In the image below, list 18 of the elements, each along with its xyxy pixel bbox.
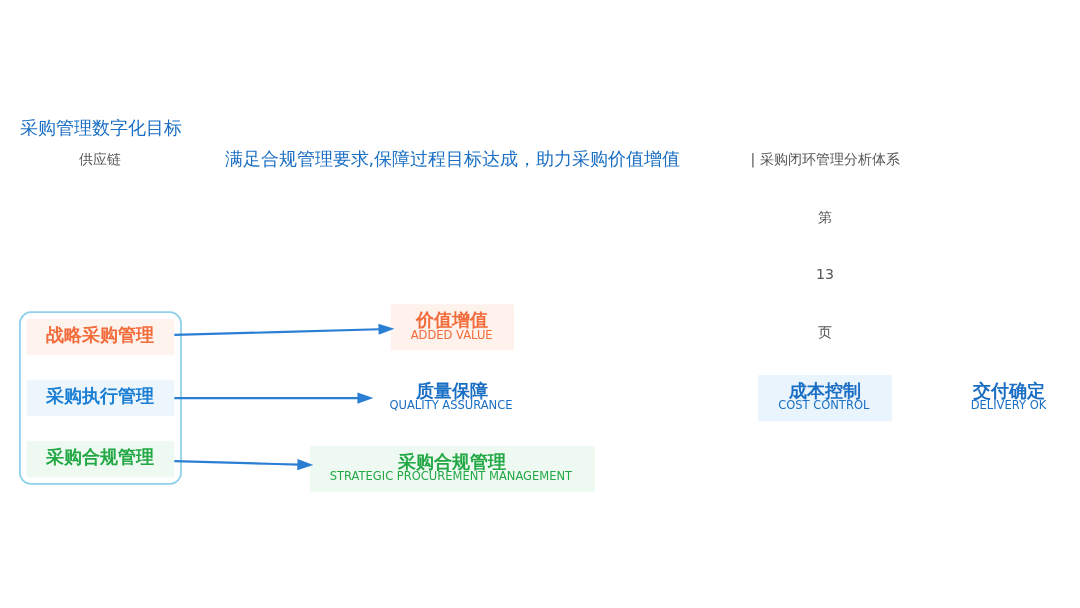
arrow [174, 392, 374, 404]
cluster [19, 311, 182, 485]
node-box: 采购合规管理 [26, 441, 175, 478]
arrow [174, 323, 395, 337]
node-box: 采购执行管理 [26, 379, 175, 417]
label: 满足合规管理要求,保障过程目标达成，助力采购价值增值 [224, 149, 681, 170]
label: | 采购闭环管理分析体系 [750, 151, 900, 168]
node-box: 战略采购管理 [26, 318, 175, 356]
node-text: 质量保障 QUALITY ASSURANCE [389, 380, 513, 413]
label: 13 [816, 266, 835, 283]
diagram-title: 采购管理数字化目标 [19, 118, 182, 139]
node-box: 采购合规管理 STRATEGIC PROCUREMENT MANAGEMENT [309, 445, 595, 492]
label: 供应链 [79, 151, 122, 168]
node-text: 交付确定 DELIVERY OK [970, 380, 1047, 413]
label: 页 [818, 323, 833, 340]
node-box: 价值增值 ADDED VALUE [390, 304, 514, 351]
arrow [174, 459, 314, 471]
label: 第 [818, 208, 833, 225]
